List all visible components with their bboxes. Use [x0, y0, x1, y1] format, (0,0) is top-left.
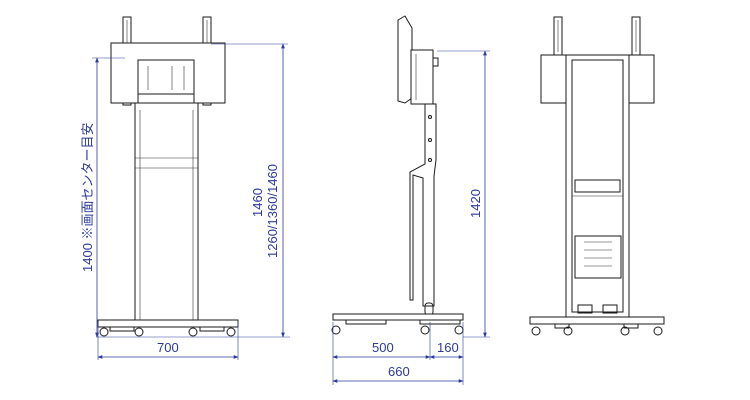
side-base — [331, 313, 464, 335]
dim-side-total-label: 660 — [388, 364, 410, 379]
dim-front-height-label-2: 1260/1360/1460 — [265, 164, 280, 258]
side-display — [397, 15, 439, 105]
front-dimensions — [92, 43, 290, 360]
rear-base — [529, 316, 665, 336]
side-view — [331, 15, 464, 335]
rear-view — [529, 16, 665, 336]
dim-side-height-label: 1420 — [468, 189, 483, 218]
dim-side-depth-label: 500 — [372, 340, 394, 355]
rear-mount-arms — [553, 16, 641, 56]
dim-side-foot-label: 160 — [437, 340, 459, 355]
front-view — [97, 16, 239, 337]
dim-front-height-label-1: 1460 — [250, 188, 265, 217]
front-column — [134, 102, 199, 324]
side-column — [409, 103, 437, 316]
side-dimensions — [332, 50, 490, 385]
front-base — [97, 319, 239, 337]
dim-front-width-label: 700 — [157, 340, 179, 355]
rear-column-frame — [565, 54, 630, 318]
dim-screen-center-label: 1400 ※画面センター目安 — [80, 122, 95, 272]
front-mount-plate — [110, 42, 226, 104]
